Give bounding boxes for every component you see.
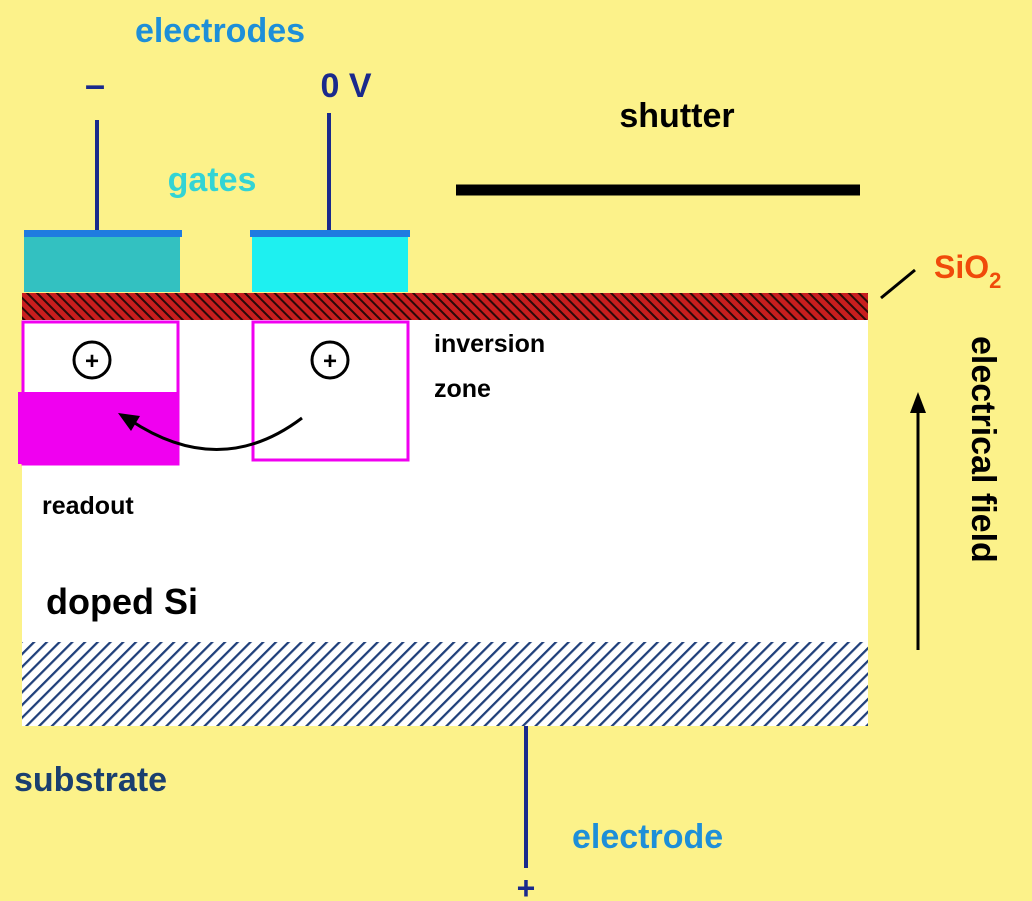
electrical-field-label: electrical field [964,336,1002,563]
plus-sign: + [517,870,536,901]
charge-right-symbol: + [323,348,337,375]
readout-label: readout [42,492,134,520]
charge-right [310,340,350,380]
minus-sign: – [85,64,105,105]
sio2-subscript: 2 [989,268,1001,293]
gates-label: gates [168,161,257,199]
gate-right [252,236,408,292]
inversion-zone-label-1: inversion [434,330,545,358]
electrodes-label: electrodes [135,12,305,50]
gate-left [24,236,180,292]
doped-si-label: doped Si [46,581,198,622]
charge-left-symbol: + [85,348,99,375]
doped-silicon-region [22,320,868,642]
gate-left-cap [24,230,182,237]
electrode-label: electrode [572,818,723,856]
sio2-leader-line [880,268,916,300]
substrate-layer [22,642,868,726]
field-arrowhead [910,392,926,413]
shutter-label: shutter [619,97,734,135]
transfer-arrow [129,416,303,451]
potential-well-right [251,320,410,462]
transfer-arrowhead [118,413,140,431]
potential-well-left [21,320,180,466]
readout-region [18,392,178,464]
sio2-label: SiO2 [934,249,1001,293]
inversion-zone-label-2: zone [434,375,491,403]
zero-volt-label: 0 V [320,67,371,105]
charge-left [72,340,112,380]
sio2-layer [22,293,868,320]
sio2-main: SiO [934,249,989,285]
gate-right-cap [250,230,410,237]
substrate-label: substrate [14,761,167,799]
